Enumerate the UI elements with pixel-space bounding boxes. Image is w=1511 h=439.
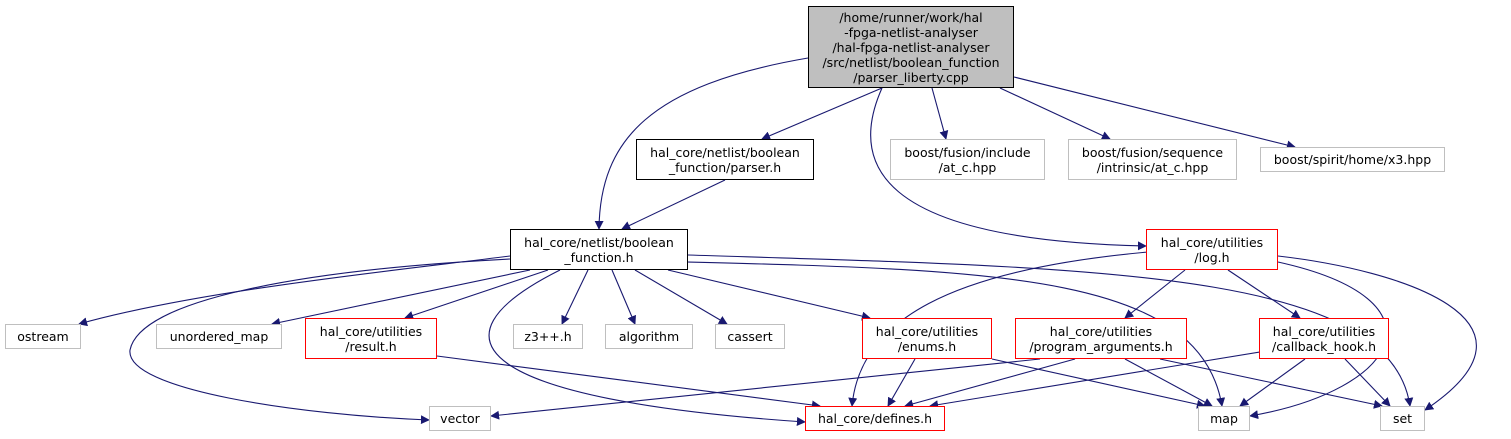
node-boolean-function-h[interactable]: hal_core/netlist/boolean _function.h	[510, 229, 688, 270]
node-label-line: /result.h	[345, 338, 397, 354]
node-label-line: /intrinsic/at_c.hpp	[1096, 159, 1209, 175]
node-label-line: /callback_hook.h	[1272, 338, 1376, 354]
edge-enums-h-to-defines-h	[887, 358, 916, 407]
node-label-line: /home/runner/work/hal	[839, 9, 983, 25]
edge-enums-h-to-map	[991, 358, 1206, 409]
node-map: map	[1198, 406, 1250, 431]
edge-callback-hook-h-to-defines-h	[929, 349, 1273, 410]
edge-log-h-to-callback-hook-h	[1227, 269, 1301, 319]
node-label-line: hal_core/utilities	[1160, 234, 1264, 250]
node-ostream: ostream	[5, 324, 81, 349]
edge-program-arguments-h-to-set	[1159, 358, 1383, 409]
node-label-line: boost/fusion/sequence	[1081, 144, 1224, 160]
node-label-line: hal_core/utilities	[319, 323, 423, 339]
node-parser-h[interactable]: hal_core/netlist/boolean _function/parse…	[636, 139, 814, 180]
edge-boolean-function-h-to-result-h	[404, 269, 549, 320]
edge-root-to-at-c-include	[931, 87, 949, 140]
edge-program-arguments-h-to-map	[1124, 358, 1213, 407]
edge-program-arguments-h-to-vector	[490, 358, 1041, 420]
edge-boolean-function-h-to-map	[687, 261, 1226, 407]
node-label-line: map	[1210, 411, 1238, 426]
node-label-line: /hal-fpga-netlist-analyser	[832, 39, 990, 55]
node-label-line: z3++.h	[524, 329, 572, 344]
node-log-h[interactable]: hal_core/utilities /log.h	[1146, 229, 1278, 270]
edge-root-to-boolean-function-h	[594, 57, 809, 230]
node-label-line: /src/netlist/boolean_function	[822, 54, 1000, 70]
node-label-line: hal_core/netlist/boolean	[524, 234, 674, 250]
edge-boolean-function-h-to-algorithm	[611, 269, 636, 325]
edge-root-to-x3	[1013, 76, 1296, 150]
node-label-line: _function/parser.h	[668, 159, 782, 175]
node-label-line: algorithm	[618, 329, 680, 344]
node-result-h[interactable]: hal_core/utilities /result.h	[305, 318, 437, 359]
node-label-line: -fpga-netlist-analyser	[844, 24, 978, 40]
node-label-line: hal_core/utilities	[1272, 323, 1376, 339]
edge-boolean-function-h-to-cassert	[634, 269, 728, 325]
edge-log-h-to-set	[1277, 255, 1477, 411]
node-boost-fusion-sequence-at-c: boost/fusion/sequence /intrinsic/at_c.hp…	[1068, 139, 1237, 180]
node-label-line: vector	[440, 411, 480, 426]
edge-callback-hook-h-to-map	[1239, 358, 1306, 407]
edge-boolean-function-h-to-unordered-map	[271, 269, 531, 327]
node-vector: vector	[429, 406, 491, 431]
edge-boolean-function-h-to-defines-h	[488, 269, 806, 426]
node-label-line: /log.h	[1194, 249, 1230, 265]
edge-parser-h-to-boolean-function-h	[621, 179, 726, 230]
node-cassert: cassert	[715, 324, 785, 349]
edge-log-h-to-defines-h	[848, 251, 1149, 407]
node-label-line: hal_core/defines.h	[817, 411, 933, 426]
edge-callback-hook-h-to-set	[1344, 358, 1391, 407]
edge-boolean-function-h-to-vector	[129, 258, 511, 425]
node-program-arguments-h[interactable]: hal_core/utilities /program_arguments.h	[1015, 318, 1187, 359]
node-label-line: boost/spirit/home/x3.hpp	[1273, 152, 1432, 167]
node-label-line: /parser_liberty.cpp	[853, 69, 969, 85]
edge-log-h-to-program-arguments-h	[1124, 269, 1186, 319]
edge-boolean-function-h-to-z3	[561, 269, 589, 325]
node-set: set	[1380, 406, 1425, 431]
node-label-line: /at_c.hpp	[938, 159, 997, 175]
node-label-line: unordered_map	[169, 329, 269, 344]
node-callback-hook-h[interactable]: hal_core/utilities /callback_hook.h	[1259, 318, 1389, 359]
node-label-line: _function.h	[564, 249, 634, 265]
node-label-line: ostream	[17, 329, 69, 344]
node-boost-spirit-x3: boost/spirit/home/x3.hpp	[1260, 147, 1445, 172]
node-label-line: boost/fusion/include	[904, 144, 1031, 160]
node-label-line: hal_core/utilities	[1049, 323, 1153, 339]
node-algorithm: algorithm	[605, 324, 693, 349]
edge-boolean-function-h-to-ostream	[78, 255, 511, 327]
edge-result-h-to-defines-h	[436, 355, 821, 410]
edge-root-to-parser-h	[761, 87, 883, 140]
node-label-line: /enums.h	[897, 338, 957, 354]
node-enums-h[interactable]: hal_core/utilities /enums.h	[862, 318, 992, 359]
node-parser-liberty-cpp: /home/runner/work/hal -fpga-netlist-anal…	[808, 6, 1014, 88]
node-label-line: cassert	[727, 329, 773, 344]
node-label-line: /program_arguments.h	[1029, 338, 1173, 354]
edge-root-to-at-c-intrinsic	[999, 87, 1111, 140]
edge-boolean-function-h-to-enums-h	[667, 269, 871, 321]
node-unordered-map: unordered_map	[156, 324, 282, 349]
node-z3: z3++.h	[513, 324, 583, 349]
node-boost-fusion-include-at-c: boost/fusion/include /at_c.hpp	[890, 139, 1045, 180]
node-label-line: hal_core/netlist/boolean	[650, 144, 800, 160]
edge-root-to-log-h	[870, 87, 1147, 251]
edge-program-arguments-h-to-defines-h	[904, 358, 1076, 409]
node-label-line: hal_core/utilities	[875, 323, 979, 339]
node-label-line: set	[1392, 411, 1413, 426]
node-defines-h[interactable]: hal_core/defines.h	[805, 406, 945, 431]
